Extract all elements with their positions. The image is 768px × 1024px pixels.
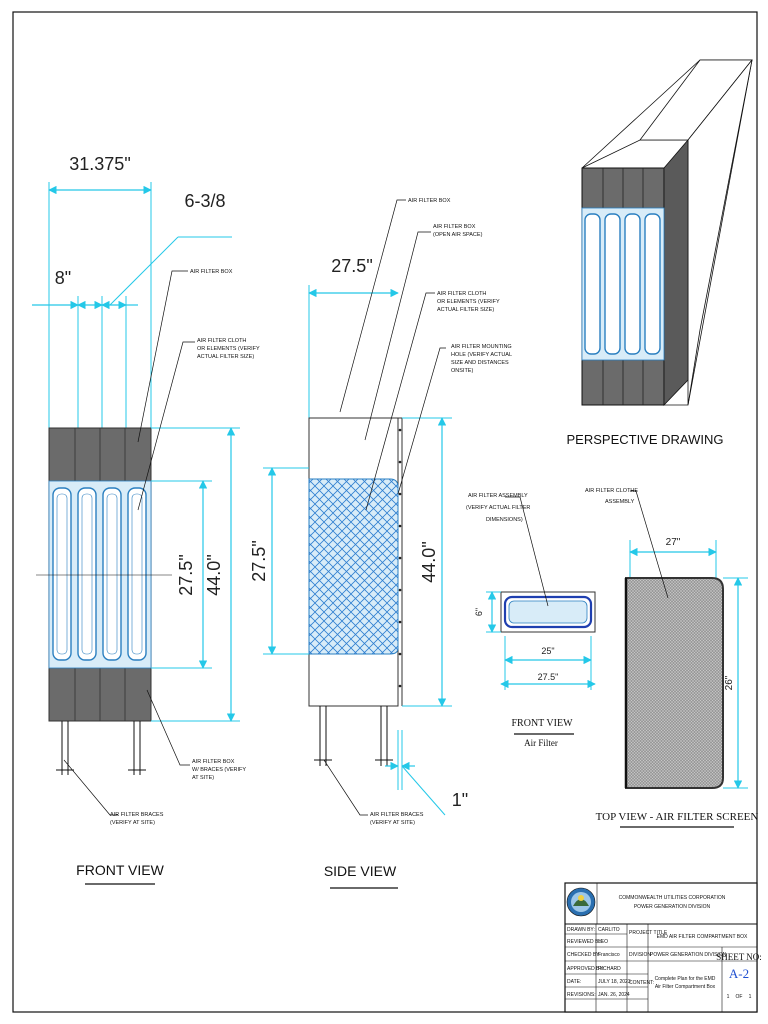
front-filter-element — [77, 487, 97, 661]
air-filter-front-view: 6" 25" 27.5" AIR FILTER ASSEMBLY (VERIFY… — [466, 493, 596, 748]
top-height-dimension: 26" — [724, 675, 735, 690]
front-label-braces-box-2: W/ BRACES (VERIFY — [192, 767, 246, 773]
content-label: CONTENT: — [629, 980, 654, 986]
front-width-dimension: 31.375" — [69, 154, 130, 174]
front-filter-element — [102, 487, 122, 661]
content-line-1: Complete Plan for the EMD — [655, 976, 716, 982]
front-filter-height-dimension: 27.5" — [176, 554, 196, 595]
filter-label-1: AIR FILTER ASSEMBLY — [468, 493, 528, 499]
front-filter-element — [127, 487, 147, 661]
sheet-of: OF — [736, 994, 743, 1000]
side-view: 27.5" 27.5" 44.0" 1" — [249, 198, 512, 889]
sheet-no-label: SHEET NO: — [716, 952, 762, 962]
front-label-cloth-1: AIR FILTER CLOTH — [197, 338, 246, 344]
front-braces — [56, 721, 146, 775]
sheet-total: 1 — [749, 994, 752, 1000]
front-label-cloth-3: ACTUAL FILTER SIZE) — [197, 354, 254, 360]
project-title-label: PROJECT TITLE — [629, 930, 668, 936]
front-edge-dimension: 8" — [55, 268, 71, 288]
front-label-braces-box-3: AT SITE) — [192, 775, 214, 781]
company-division: POWER GENERATION DIVISION — [634, 904, 711, 910]
filter-label-3: DIMENSIONS) — [486, 517, 523, 523]
side-label-cloth-2: OR ELEMENTS (VERIFY — [437, 299, 500, 305]
side-filter-mesh — [309, 479, 398, 654]
filter-front-caption: FRONT VIEW — [511, 718, 573, 729]
division-value: POWER GENERATION DIVISION — [650, 952, 727, 958]
company-name: COMMONWEALTH UTILITIES CORPORATION — [619, 895, 726, 901]
front-spacing-dimension: 6-3/8 — [184, 191, 225, 211]
date-value: JULY 18, 2023 — [598, 979, 631, 985]
top-width-dimension: 27" — [666, 537, 681, 548]
front-height-dimension: 44.0" — [204, 554, 224, 595]
sheet-number: A-2 — [729, 966, 749, 981]
front-label-box: AIR FILTER BOX — [190, 269, 233, 275]
front-filter-element — [52, 487, 72, 661]
drawn-by-value: CARLITO — [598, 927, 620, 933]
project-title-value: EMD AIR FILTER COMPARTMENT BOX — [657, 934, 748, 940]
filter-inner-dimension: 25" — [541, 646, 554, 656]
reviewed-by-label: REVIEWED BY: — [567, 939, 603, 945]
division-label: DIVISION — [629, 952, 651, 958]
front-label-braces-box-1: AIR FILTER BOX — [192, 759, 235, 765]
side-label-hole-3: SIZE AND DISTANCES — [451, 360, 509, 366]
side-label-open-2: (OPEN AIR SPACE) — [433, 232, 483, 238]
sheet-border — [12, 11, 758, 1013]
side-braces — [314, 706, 393, 766]
filter-height-dimension: 6" — [474, 608, 484, 616]
sheet-index: 1 — [727, 994, 730, 1000]
side-label-hole-1: AIR FILTER MOUNTING — [451, 344, 512, 350]
date-label: DATE: — [567, 979, 581, 985]
reviewed-by-value: LEO — [598, 939, 608, 945]
side-label-cloth-1: AIR FILTER CLOTH — [437, 291, 486, 297]
side-label-cloth-3: ACTUAL FILTER SIZE) — [437, 307, 494, 313]
perspective-drawing: PERSPECTIVE DRAWING — [567, 59, 753, 447]
side-label-hole-2: HOLE (VERIFY ACTUAL — [451, 352, 512, 358]
front-label-braces-2: (VERIFY AT SITE) — [110, 820, 155, 826]
side-label-hole-4: ONSITE) — [451, 368, 473, 374]
checked-by-value: Francisco — [598, 952, 620, 958]
side-label-box: AIR FILTER BOX — [408, 198, 451, 204]
top-label-1: AIR FILTER CLOTHE — [585, 488, 638, 494]
top-label-2: ASSEMBLY — [605, 499, 635, 505]
front-label-cloth-2: OR ELEMENTS (VERIFY — [197, 346, 260, 352]
filter-outer-dimension: 27.5" — [538, 672, 559, 682]
approved-by-value: RICHARD — [598, 966, 621, 972]
front-view: 31.375" 6-3/8 8" — [32, 154, 260, 885]
front-label-braces-1: AIR FILTER BRACES — [110, 812, 164, 818]
filter-label-2: (VERIFY ACTUAL FILTER — [466, 505, 530, 511]
side-depth-dimension: 27.5" — [331, 256, 372, 276]
front-view-caption: FRONT VIEW — [76, 862, 164, 878]
top-view-caption: TOP VIEW - AIR FILTER SCREEN — [596, 811, 759, 823]
revisions-value: JAN. 26, 2024 — [598, 992, 630, 998]
side-label-braces-1: AIR FILTER BRACES — [370, 812, 424, 818]
side-label-braces-2: (VERIFY AT SITE) — [370, 820, 415, 826]
side-label-open-1: AIR FILTER BOX — [433, 224, 476, 230]
side-height-dimension: 44.0" — [419, 541, 439, 582]
checked-by-label: CHECKED BY: — [567, 952, 601, 958]
perspective-caption: PERSPECTIVE DRAWING — [567, 432, 724, 447]
side-leg-dimension: 1" — [452, 790, 468, 810]
top-view-filter-screen: 27" 26" AIR FILTER CLOTHE ASSEMBLY TOP V… — [585, 488, 759, 828]
company-logo — [566, 887, 596, 917]
filter-front-subcaption: Air Filter — [524, 738, 558, 748]
content-line-2: Air Filter Compartment Box — [655, 984, 716, 990]
approved-by-label: APPROVED BY: — [567, 966, 604, 972]
side-filter-height-dimension: 27.5" — [249, 540, 269, 581]
side-view-caption: SIDE VIEW — [324, 863, 397, 879]
drawn-by-label: DRAWN BY: — [567, 927, 595, 933]
revisions-label: REVISIONS: — [567, 992, 596, 998]
title-block: COMMONWEALTH UTILITIES CORPORATION POWER… — [564, 882, 762, 1013]
